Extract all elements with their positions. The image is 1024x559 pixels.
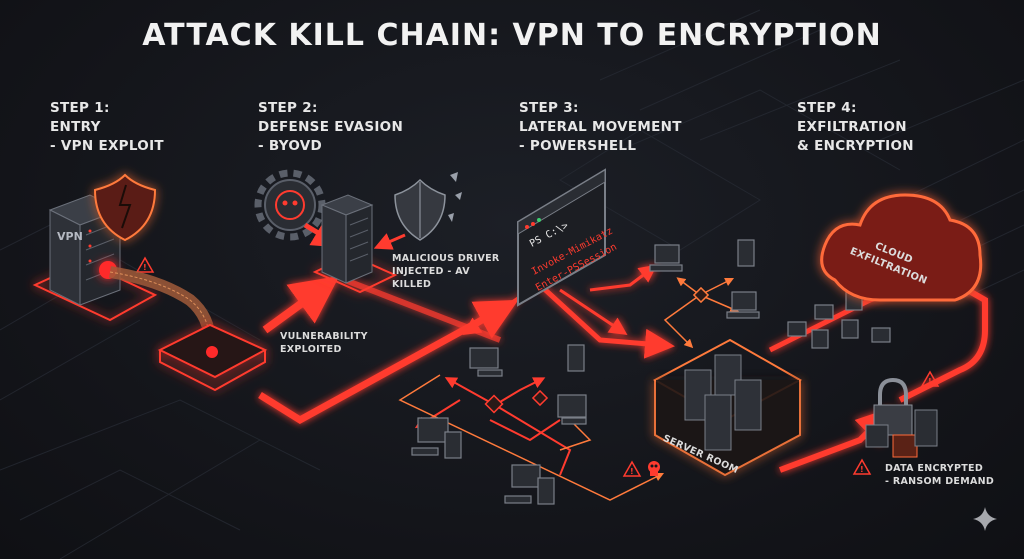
label-line: VULNERABILITY [280, 331, 368, 342]
server-room-icon [652, 338, 803, 477]
svg-text:!: ! [143, 263, 147, 272]
vpn-server-icon [32, 194, 158, 322]
workstation-icon [557, 394, 587, 425]
av-kill-arrow [373, 233, 406, 250]
cloud-icon [820, 193, 983, 302]
label-line: INJECTED - AV [392, 266, 470, 277]
step-detail: & ENCRYPTION [797, 138, 914, 154]
lateral-network-lines [414, 377, 572, 476]
envelope-icon [787, 321, 807, 337]
sparkle-icon [973, 507, 997, 531]
workstation-icon [504, 464, 555, 505]
data-encrypted-label: DATA ENCRYPTED - RANSOM DEMAND [885, 462, 994, 488]
encrypted-data-icon [865, 377, 938, 458]
warning-icon: ! [622, 460, 642, 477]
svg-text:!: ! [630, 467, 634, 476]
target-server-icon [312, 194, 398, 294]
warning-icon: ! [135, 256, 155, 273]
broken-shield-icon [93, 173, 157, 242]
powershell-window-icon [517, 168, 606, 307]
step-detail: - BYOVD [258, 138, 323, 154]
vpn-label: VPN [57, 230, 83, 243]
label-line: MALICIOUS DRIVER [392, 253, 500, 264]
lock-file-icon [811, 329, 829, 349]
label-line: EXPLOITED [280, 344, 342, 355]
step-detail: - VPN EXPLOIT [50, 138, 164, 154]
server-icon [567, 344, 585, 372]
skull-icon [648, 461, 660, 476]
step-3-label: STEP 3: LATERAL MOVEMENT - POWERSHELL [519, 99, 682, 156]
broken-av-shield-icon [394, 172, 462, 241]
label-line: - RANSOM DEMAND [885, 476, 995, 487]
label-line: KILLED [392, 279, 432, 290]
server-icon [737, 239, 755, 267]
step-name: DEFENSE EVASION [258, 119, 404, 135]
workstation-icon [411, 417, 462, 459]
warning-icon: ! [920, 370, 940, 387]
network-node [692, 286, 710, 304]
network-node [484, 394, 504, 414]
lock-file-icon [841, 319, 859, 339]
label-line: DATA ENCRYPTED [885, 463, 984, 474]
step-number: STEP 1: [50, 100, 110, 116]
workstation-icon [469, 347, 503, 377]
step-name: LATERAL MOVEMENT [519, 119, 682, 135]
step-name: ENTRY [50, 119, 101, 135]
warning-icon: ! [852, 458, 872, 475]
network-node [531, 389, 549, 407]
workstation-icon [726, 291, 760, 319]
exploited-chip-icon [157, 323, 268, 392]
svg-text:!: ! [928, 377, 932, 386]
svg-text:!: ! [860, 465, 864, 474]
malicious-driver-label: MALICIOUS DRIVER INJECTED - AV KILLED [392, 252, 500, 291]
step-4-label: STEP 4: EXFILTRATION & ENCRYPTION [797, 99, 914, 156]
step-detail: - POWERSHELL [519, 138, 637, 154]
envelope-icon [871, 327, 891, 343]
step-number: STEP 2: [258, 100, 318, 116]
step-2-label: STEP 2: DEFENSE EVASION - BYOVD [258, 99, 403, 156]
envelope-icon [814, 304, 834, 320]
step-number: STEP 3: [519, 100, 579, 116]
step-1-label: STEP 1: ENTRY - VPN EXPLOIT [50, 99, 164, 156]
step-name: EXFILTRATION [797, 119, 907, 135]
vulnerability-exploited-label: VULNERABILITY EXPLOITED [280, 330, 368, 356]
workstation-icon [649, 244, 683, 272]
step-number: STEP 4: [797, 100, 857, 116]
page-title: ATTACK KILL CHAIN: VPN TO ENCRYPTION [142, 18, 882, 53]
